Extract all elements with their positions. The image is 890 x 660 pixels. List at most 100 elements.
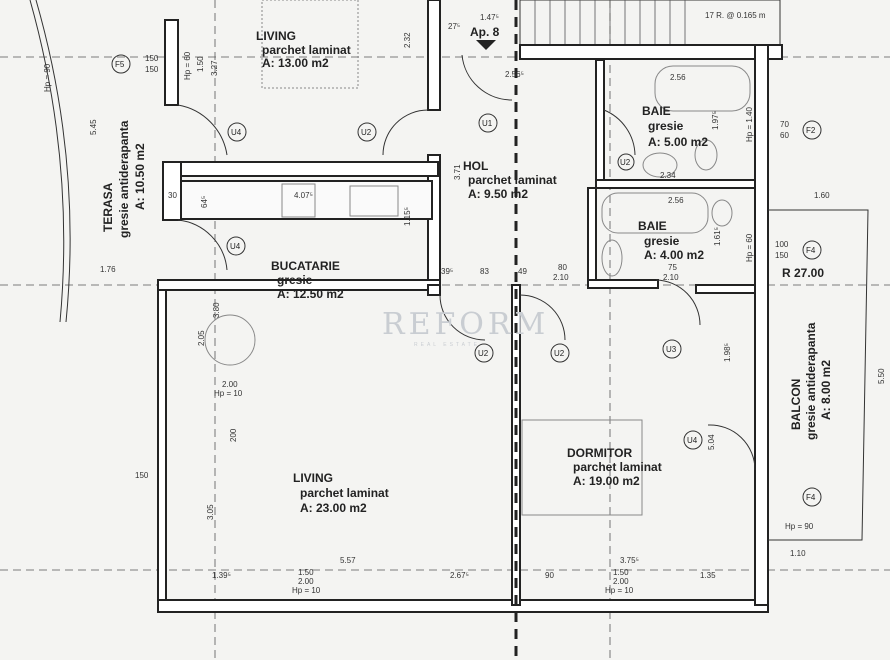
svg-text:Hp = 60: Hp = 60 — [183, 51, 192, 80]
door-tag: U4 — [226, 236, 246, 256]
svg-text:64⁵: 64⁵ — [200, 196, 209, 208]
svg-text:F4: F4 — [806, 493, 816, 502]
toilet — [694, 139, 718, 171]
staircase — [519, 0, 781, 46]
svg-text:A: 23.00 m2: A: 23.00 m2 — [300, 501, 367, 515]
watermark-subtitle: REAL ESTATE — [414, 342, 480, 348]
svg-text:3.27: 3.27 — [210, 60, 219, 76]
svg-text:BAIE: BAIE — [638, 219, 667, 233]
svg-text:U2: U2 — [361, 128, 372, 137]
svg-text:3.80: 3.80 — [212, 302, 221, 318]
svg-text:gresie antiderapanta: gresie antiderapanta — [804, 322, 818, 440]
svg-text:HOL: HOL — [463, 159, 488, 173]
svg-text:3.75⁵: 3.75⁵ — [620, 556, 639, 565]
svg-text:parchet laminat: parchet laminat — [300, 486, 389, 500]
bathtub — [601, 192, 709, 234]
door-tag: U3 — [662, 339, 682, 359]
bed — [521, 419, 643, 516]
watermark-brand: REFORM — [382, 307, 549, 342]
svg-text:F5: F5 — [115, 60, 125, 69]
svg-text:75: 75 — [668, 263, 677, 272]
svg-text:1.61⁵: 1.61⁵ — [713, 227, 722, 246]
svg-text:2.10: 2.10 — [553, 273, 569, 282]
svg-text:F4: F4 — [806, 246, 816, 255]
svg-text:27⁵: 27⁵ — [448, 22, 460, 31]
svg-text:U4: U4 — [687, 436, 698, 445]
svg-text:1.60: 1.60 — [814, 191, 830, 200]
svg-text:5.50: 5.50 — [877, 368, 886, 384]
svg-text:1.15⁵: 1.15⁵ — [403, 207, 412, 226]
room-baie-2: BAIE gresie A: 4.00 m2 — [638, 219, 704, 262]
svg-text:150: 150 — [775, 251, 789, 260]
room-hol: HOL parchet laminat A: 9.50 m2 — [463, 159, 557, 201]
svg-text:gresie: gresie — [648, 119, 684, 133]
room-balcon: BALCON gresie antiderapanta A: 8.00 m2 — [789, 322, 833, 440]
svg-text:Hp = 90: Hp = 90 — [43, 63, 52, 92]
terrace-edge — [29, 0, 65, 323]
room-bucatarie: BUCATARIE gresie A: 12.50 m2 — [271, 259, 344, 301]
svg-text:2.00: 2.00 — [613, 577, 629, 586]
washbasin — [642, 152, 678, 178]
svg-text:1.47⁵: 1.47⁵ — [480, 13, 499, 22]
svg-text:BAIE: BAIE — [642, 104, 671, 118]
toilet — [711, 199, 733, 227]
room-baie-1: BAIE gresie A: 5.00 m2 — [642, 104, 708, 149]
svg-text:5.45: 5.45 — [89, 119, 98, 135]
svg-text:2.00: 2.00 — [298, 577, 314, 586]
svg-text:60: 60 — [780, 131, 789, 140]
svg-text:Hp = 60: Hp = 60 — [745, 233, 754, 262]
svg-text:U2: U2 — [478, 349, 489, 358]
room-living: LIVING parchet laminat A: 23.00 m2 — [293, 471, 389, 515]
door-tag: U4 — [683, 430, 703, 450]
apartment-label: Ap. 8 — [470, 25, 500, 39]
window-tag: F5 — [111, 54, 131, 74]
svg-text:200: 200 — [229, 428, 238, 442]
svg-text:Hp = 10: Hp = 10 — [605, 586, 634, 595]
svg-text:U4: U4 — [231, 128, 242, 137]
svg-text:TERASA: TERASA — [101, 182, 115, 232]
radius-label: R 27.00 — [782, 266, 824, 280]
window-tag: F4 — [802, 240, 822, 260]
svg-text:parchet laminat: parchet laminat — [573, 460, 662, 474]
svg-text:2.34: 2.34 — [660, 171, 676, 180]
svg-text:80: 80 — [558, 263, 567, 272]
svg-text:Hp = 10: Hp = 10 — [214, 389, 243, 398]
door-tag: U4 — [227, 122, 247, 142]
svg-text:gresie antiderapanta: gresie antiderapanta — [117, 120, 131, 238]
svg-text:1.39⁵: 1.39⁵ — [212, 571, 231, 580]
svg-text:Hp = 1.40: Hp = 1.40 — [745, 107, 754, 142]
door-tag: U1 — [478, 113, 498, 133]
svg-text:100: 100 — [775, 240, 789, 249]
svg-text:1.97⁵: 1.97⁵ — [711, 111, 720, 130]
door-tag: U2 — [474, 343, 494, 363]
svg-text:83: 83 — [480, 267, 489, 276]
room-living-top: LIVING parchet laminat A: 13.00 m2 — [256, 29, 351, 70]
svg-text:gresie: gresie — [277, 273, 313, 287]
svg-text:LIVING: LIVING — [293, 471, 333, 485]
svg-text:1.76: 1.76 — [100, 265, 116, 274]
svg-text:2.00: 2.00 — [222, 380, 238, 389]
svg-text:2.10: 2.10 — [663, 273, 679, 282]
svg-text:U2: U2 — [554, 349, 565, 358]
svg-text:U2: U2 — [620, 158, 631, 167]
svg-text:A: 4.00 m2: A: 4.00 m2 — [644, 248, 704, 262]
svg-text:U4: U4 — [230, 242, 241, 251]
cooktop — [281, 183, 316, 218]
svg-text:2.56: 2.56 — [668, 196, 684, 205]
door-tag: U2 — [550, 343, 570, 363]
svg-text:1.10: 1.10 — [790, 549, 806, 558]
svg-text:U1: U1 — [482, 119, 493, 128]
svg-text:150: 150 — [145, 54, 159, 63]
svg-text:parchet laminat: parchet laminat — [468, 173, 557, 187]
svg-text:1.50: 1.50 — [298, 568, 314, 577]
svg-text:2.56⁵: 2.56⁵ — [505, 70, 524, 79]
svg-text:90: 90 — [545, 571, 554, 580]
room-dormitor: DORMITOR parchet laminat A: 19.00 m2 — [567, 446, 662, 488]
svg-text:U3: U3 — [666, 345, 677, 354]
svg-text:DORMITOR: DORMITOR — [567, 446, 632, 460]
svg-text:1.50: 1.50 — [196, 56, 205, 72]
svg-text:A: 19.00 m2: A: 19.00 m2 — [573, 474, 640, 488]
svg-text:F2: F2 — [806, 126, 816, 135]
door-tag: U2 — [357, 122, 377, 142]
